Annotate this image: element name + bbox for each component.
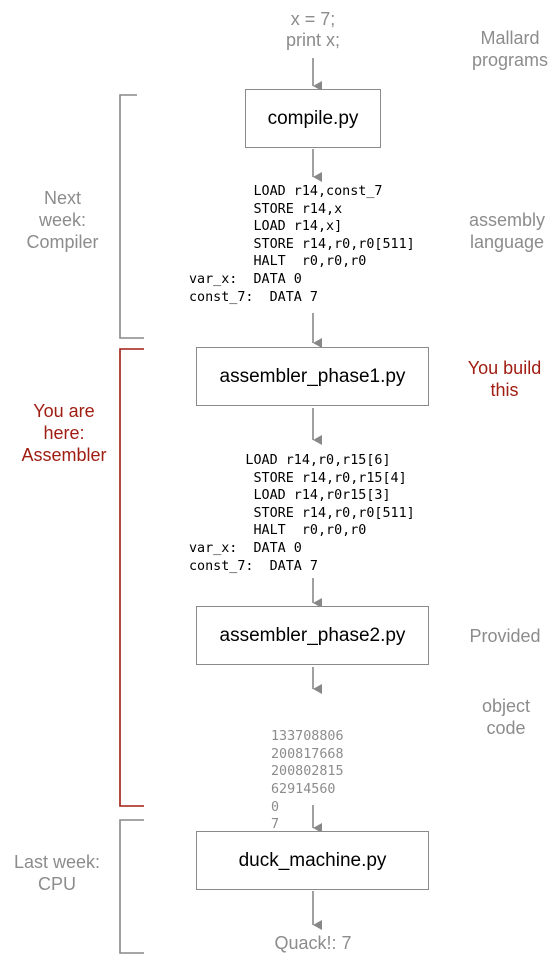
label-line: You are <box>33 401 95 421</box>
label-you-are-here-assembler: You are here: Assembler <box>8 400 120 466</box>
program-output: Quack!: 7 <box>243 933 383 954</box>
label-line: programs <box>471 50 549 70</box>
label-you-build-this: You build this <box>452 357 557 401</box>
bracket-you-are-here <box>119 348 144 807</box>
object-line: 0 <box>271 799 280 815</box>
object-line: 200817668 <box>271 746 344 762</box>
phase2-box-label: assembler_phase2.py <box>219 624 406 646</box>
source-line: x = 7; <box>290 9 336 29</box>
code-line: const_7: DATA 7 <box>189 558 318 574</box>
code-line: STORE r14,r0,r15[4] <box>189 470 407 486</box>
code-line: LOAD r14,x] <box>189 219 343 235</box>
duck-machine-box: duck_machine.py <box>196 831 429 890</box>
code-line: STORE r14,r0,r0[511] <box>189 236 415 252</box>
duck-box-label: duck_machine.py <box>238 849 387 871</box>
label-line: code <box>486 718 526 738</box>
output-text: Quack!: 7 <box>274 933 352 953</box>
label-line: object <box>481 696 531 716</box>
code-line: HALT r0,r0,r0 <box>189 523 367 539</box>
code-line: STORE r14,r0,r0[511] <box>189 505 415 521</box>
code-line: const_7: DATA 7 <box>189 289 318 305</box>
label-provided: Provided <box>453 625 557 647</box>
source-line: print x; <box>285 30 341 50</box>
label-mallard-programs: Mallard programs <box>460 27 557 71</box>
label-line: Next <box>43 188 81 208</box>
label-line: assembly <box>468 210 546 230</box>
assembly-code-block: LOAD r14,const_7 STORE r14,x LOAD r14,x]… <box>189 183 415 306</box>
label-object-code: object code <box>456 695 556 739</box>
object-line: 133708806 <box>271 729 344 745</box>
label-line: CPU <box>37 874 76 894</box>
compile-box-label: compile.py <box>267 107 359 129</box>
label-line: You build <box>467 358 542 378</box>
resolved-code-block: LOAD r14,r0,r15[6] STORE r14,r0,r15[4] L… <box>189 452 415 575</box>
code-line: LOAD r14,r0r15[3] <box>189 488 391 504</box>
compile-box: compile.py <box>245 89 381 148</box>
label-line: Provided <box>469 626 541 646</box>
assembler-phase2-box: assembler_phase2.py <box>196 606 429 665</box>
source-program: x = 7; print x; <box>253 9 373 51</box>
code-line: var_x: DATA 0 <box>189 271 302 287</box>
object-line: 7 <box>271 817 280 833</box>
label-last-week-cpu: Last week: CPU <box>2 851 112 895</box>
label-line: language <box>469 232 545 252</box>
label-assembly-language: assembly language <box>457 209 557 253</box>
code-line: LOAD r14,r0,r15[6] <box>189 453 391 468</box>
object-line: 200802815 <box>271 764 344 780</box>
object-line: 62914560 <box>271 781 336 797</box>
label-line: Compiler <box>26 232 99 252</box>
label-next-week-compiler: Next week: Compiler <box>10 187 115 253</box>
code-line: HALT r0,r0,r0 <box>189 254 367 270</box>
label-line: this <box>490 380 519 400</box>
phase1-box-label: assembler_phase1.py <box>219 365 406 387</box>
code-line: var_x: DATA 0 <box>189 540 302 556</box>
label-line: Last week: <box>13 852 101 872</box>
bracket-next-week <box>119 94 144 339</box>
assembler-phase1-box: assembler_phase1.py <box>196 347 429 406</box>
bracket-last-week <box>119 819 144 954</box>
code-line: STORE r14,x <box>189 201 343 217</box>
label-line: week: <box>38 210 87 230</box>
label-line: here: <box>43 423 85 443</box>
label-line: Mallard <box>480 28 540 48</box>
label-line: Assembler <box>21 445 107 465</box>
code-line: LOAD r14,const_7 <box>189 184 383 199</box>
